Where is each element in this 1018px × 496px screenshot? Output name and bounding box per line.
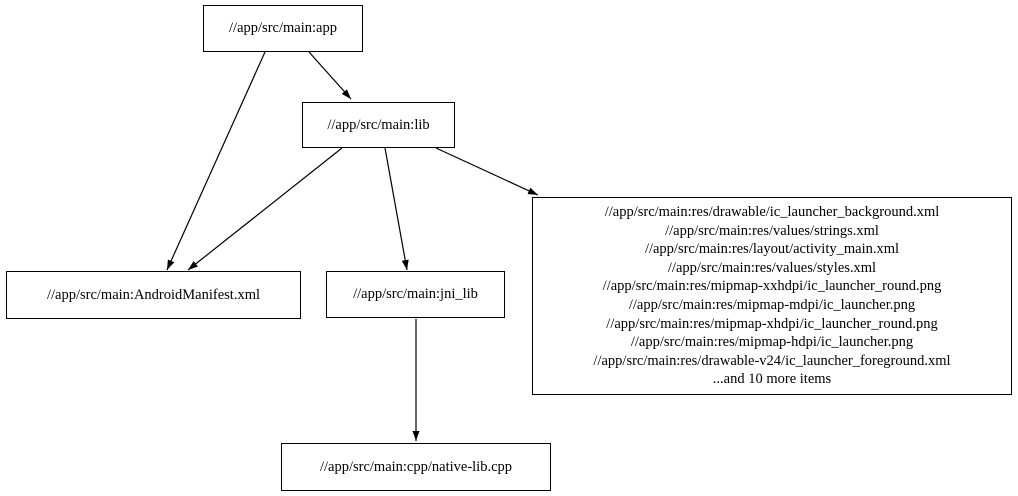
node-jni-lib: //app/src/main:jni_lib — [326, 271, 505, 318]
resource-item: //app/src/main:res/values/styles.xml — [667, 259, 877, 276]
edge-app-to-android-manifest — [166, 51, 266, 271]
node-lib-label: //app/src/main:lib — [327, 116, 430, 133]
resource-item: //app/src/main:res/values/strings.xml — [665, 222, 879, 239]
resource-item: //app/src/main:res/drawable/ic_launcher_… — [604, 204, 940, 221]
node-android-manifest-label: //app/src/main:AndroidManifest.xml — [46, 286, 261, 303]
edge-lib-to-jni-lib — [384, 147, 409, 271]
resource-item: //app/src/main:res/mipmap-xxhdpi/ic_laun… — [602, 278, 942, 295]
edge-lib-to-android-manifest — [187, 147, 343, 271]
node-resources: //app/src/main:res/drawable/ic_launcher_… — [532, 197, 1012, 395]
resource-item: //app/src/main:res/mipmap-xhdpi/ic_launc… — [606, 315, 938, 332]
node-app-label: //app/src/main:app — [229, 20, 337, 37]
resource-item: //app/src/main:res/drawable-v24/ic_launc… — [593, 352, 951, 369]
node-native-lib-cpp: //app/src/main:cpp/native-lib.cpp — [281, 443, 551, 491]
node-lib: //app/src/main:lib — [302, 102, 455, 148]
node-native-lib-cpp-label: //app/src/main:cpp/native-lib.cpp — [319, 458, 513, 475]
resource-item: //app/src/main:res/layout/activity_main.… — [644, 241, 900, 258]
resource-item: //app/src/main:res/mipmap-mdpi/ic_launch… — [628, 297, 916, 313]
node-app: //app/src/main:app — [203, 5, 363, 52]
node-jni-lib-label: //app/src/main:jni_lib — [353, 286, 478, 303]
edge-lib-to-resources — [435, 147, 539, 196]
resource-item: //app/src/main:res/mipmap-hdpi/ic_launch… — [630, 334, 914, 351]
node-android-manifest: //app/src/main:AndroidManifest.xml — [6, 271, 301, 319]
edge-app-to-lib — [308, 51, 352, 100]
resource-more-items: ...and 10 more items — [712, 371, 832, 388]
